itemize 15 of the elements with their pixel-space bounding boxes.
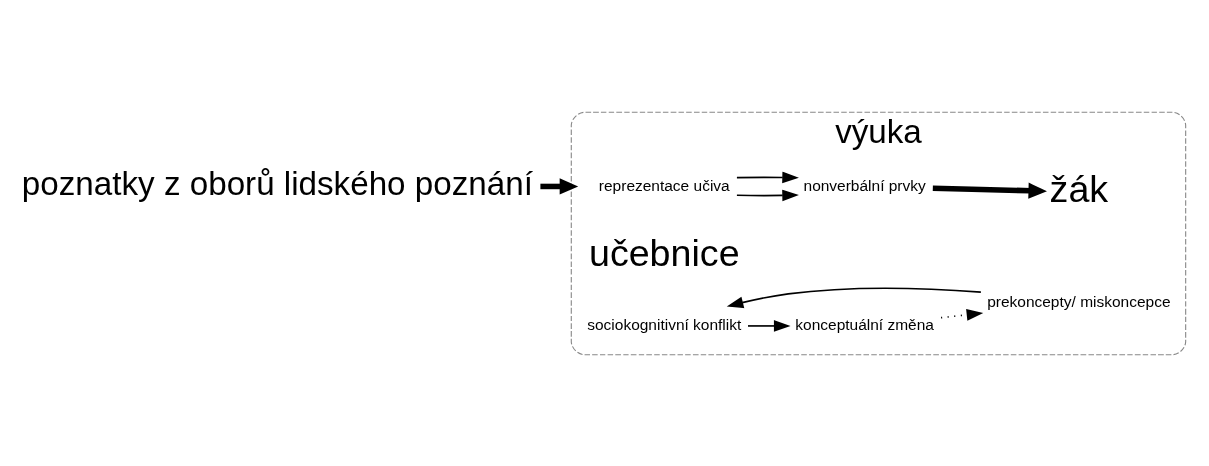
node-text: žák: [1049, 167, 1109, 210]
node-text: sociokognitivní konflikt: [587, 315, 742, 333]
node-text: konceptuální změna: [795, 315, 934, 333]
node-text: učebnice: [588, 231, 740, 274]
arrow: [940, 308, 984, 321]
arrow: [540, 177, 579, 195]
node-text: nonverbální prvky: [803, 176, 926, 194]
node-text: reprezentace učiva: [598, 176, 730, 194]
arrow: [932, 182, 1047, 199]
arrow: [726, 286, 982, 308]
arrow: [736, 171, 799, 183]
arrow: [736, 189, 799, 201]
node-text: prekoncepty/ miskoncepce: [987, 292, 1171, 310]
arrow: [747, 319, 791, 332]
node-text: poznatky z oborů lidského poznání: [21, 164, 533, 202]
